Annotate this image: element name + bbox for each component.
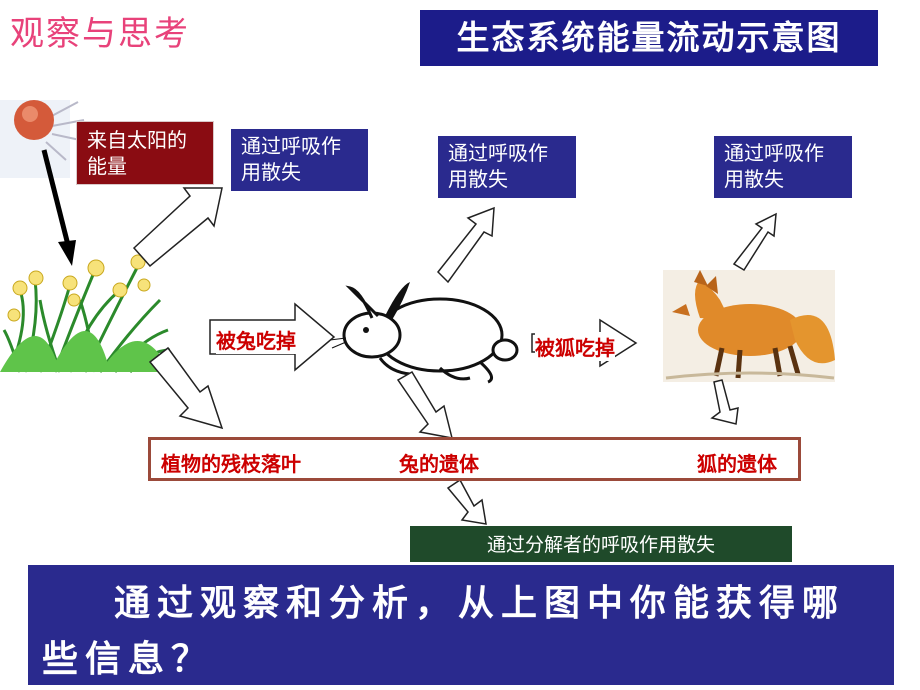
sun-icon [0,100,85,178]
sun-energy-label-line1: 来自太阳的 [87,128,187,152]
rabbit-respiration-box: 通过呼吸作 用散失 [438,136,576,198]
rabbit-respiration-line2: 用散失 [448,167,508,191]
plant-respiration-arrow [132,187,223,268]
fox-icon [663,270,835,382]
plant-respiration-line1: 通过呼吸作 [241,134,341,158]
sunlight-arrow [41,149,76,266]
plant-respiration-line2: 用散失 [241,160,301,184]
page-heading: 观察与思考 [10,14,190,54]
decomposer-arrow [446,478,487,525]
plant-remains-label: 植物的残枝落叶 [161,452,301,476]
plant-remains-arrow [148,346,224,430]
decomposer-box: 通过分解者的呼吸作用散失 [410,526,792,562]
fox-respiration-arrow [732,212,777,272]
fox-remains-label: 狐的遗体 [697,452,777,476]
sun-energy-label: 来自太阳的 能量 [76,121,214,185]
rabbit-remains-label: 兔的遗体 [399,452,479,476]
rabbit-respiration-line1: 通过呼吸作 [448,141,548,165]
rabbit-respiration-arrow [436,206,495,284]
rabbit-remains-arrow [396,370,454,439]
eaten-by-rabbit-label: 被兔吃掉 [216,325,296,354]
eaten-by-fox-label: 被狐吃掉 [535,332,615,361]
diagram-title: 生态系统能量流动示意图 [420,10,878,66]
fox-respiration-line2: 用散失 [724,167,784,191]
question-box: 通过观察和分析，从上图中你能获得哪些信息？ [28,565,894,685]
fox-respiration-line1: 通过呼吸作 [724,141,824,165]
fox-respiration-box: 通过呼吸作 用散失 [714,136,852,198]
rabbit-icon [329,282,519,384]
fox-remains-arrow [710,379,739,425]
remains-box: 植物的残枝落叶 兔的遗体 狐的遗体 [148,437,801,481]
sun-energy-label-line2: 能量 [87,154,127,178]
plant-icon [0,254,171,374]
plant-respiration-box: 通过呼吸作 用散失 [231,129,368,191]
